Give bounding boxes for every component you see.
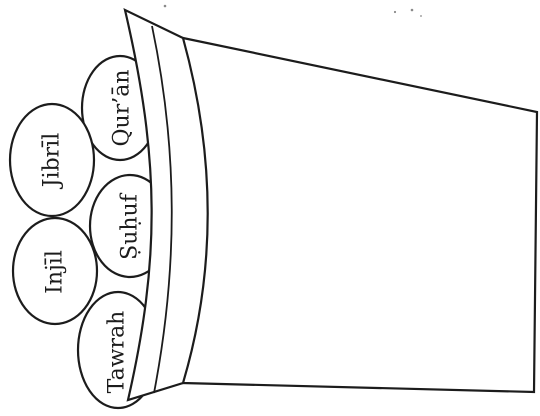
label-tawrah: Tawrah [105, 311, 130, 394]
label-injil: Injīl [43, 250, 68, 294]
basket-body [183, 38, 537, 392]
label-suhuf: Ṣuḥuf [118, 192, 143, 260]
label-jibril: Jibrīl [40, 133, 65, 190]
label-quran: Qur’ān [110, 70, 135, 147]
